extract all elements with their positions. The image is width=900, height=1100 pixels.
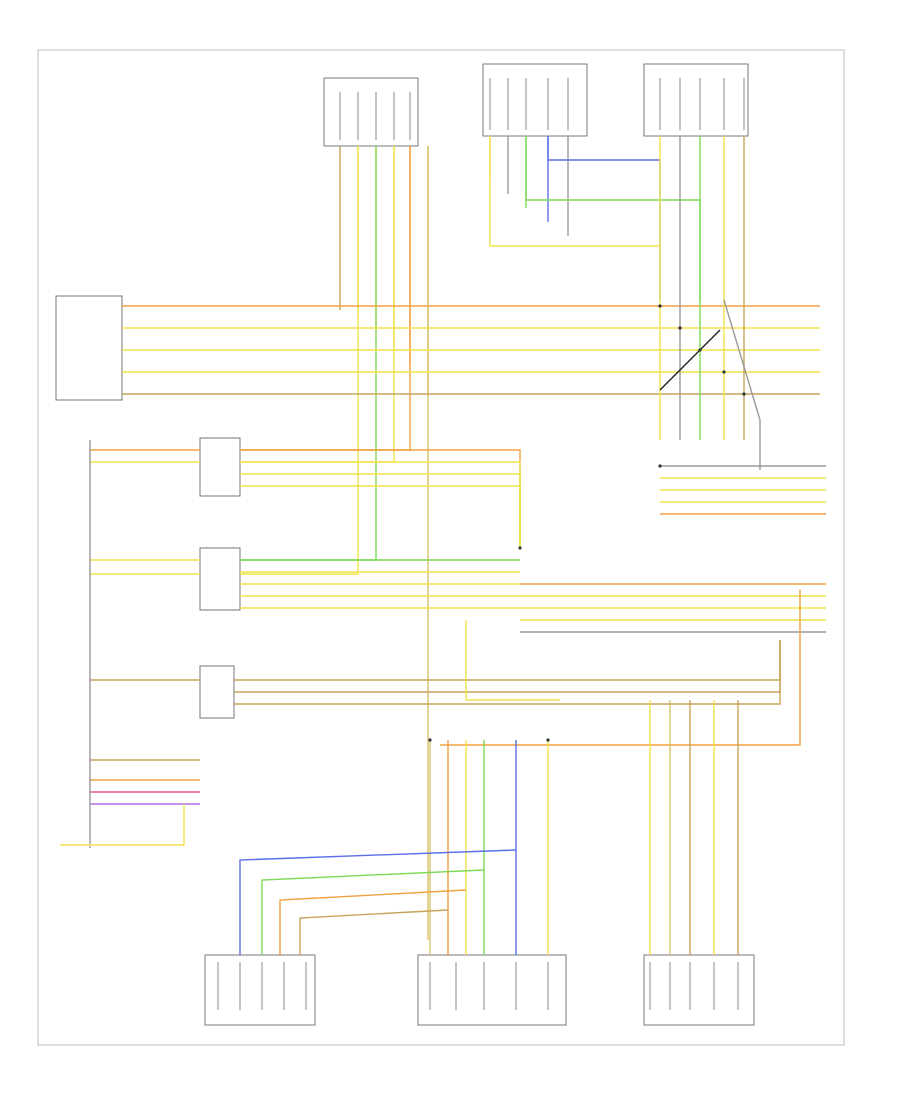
wire-diag-2: [659, 329, 721, 391]
wire-yellow-to-conn1: [240, 146, 395, 463]
wire-left-return: [60, 804, 185, 846]
top-right-block-a: [482, 63, 588, 137]
components: [55, 63, 755, 1026]
wire-orange-to-left: [279, 889, 467, 955]
splice-point: [518, 546, 522, 550]
splice-point: [722, 370, 726, 374]
splice-point: [678, 326, 682, 330]
diagram-frame: [37, 49, 845, 1046]
wire-diag-1: [723, 299, 761, 470]
wire-conn3-out-2: [234, 640, 781, 705]
bottom-left-block: [204, 954, 316, 1026]
wire-blue-cross: [547, 136, 661, 300]
wire-orange-loop: [440, 590, 801, 746]
splice-point: [428, 738, 432, 742]
wire-yellow-branch: [465, 620, 560, 701]
wire-conn3-out-1: [234, 640, 781, 693]
mid-connector-1: [199, 437, 241, 497]
wire-green-to-left: [261, 869, 485, 955]
top-center-block: [323, 77, 419, 147]
wire-yellow-to-conn2: [240, 146, 359, 575]
bottom-right-block: [643, 954, 755, 1026]
wire-orange-to-conn1: [240, 146, 411, 451]
splice-point: [658, 304, 662, 308]
wire-conn1-out-1: [240, 461, 521, 548]
wire-green-to-conn2: [240, 146, 377, 561]
wire-conn1-out-3: [240, 485, 521, 548]
wire-blue-to-left: [239, 849, 517, 955]
bottom-center-block: [417, 954, 567, 1026]
pins: [217, 78, 746, 1010]
wire-conn1-out-2: [240, 473, 521, 548]
splice-point: [698, 348, 702, 352]
mid-connector-2: [199, 547, 241, 611]
left-module: [55, 295, 123, 401]
mid-connector-3: [199, 665, 235, 719]
wires: [60, 136, 826, 955]
splice-point: [742, 392, 746, 396]
wire-conn1-out-0: [240, 449, 521, 548]
wire-conn3-out-0: [234, 640, 781, 681]
top-right-block-b: [643, 63, 749, 137]
wire-tan-to-left: [299, 909, 449, 955]
splice-point: [546, 738, 550, 742]
splice-point: [658, 464, 662, 468]
wire-yellow-cross: [489, 136, 660, 247]
